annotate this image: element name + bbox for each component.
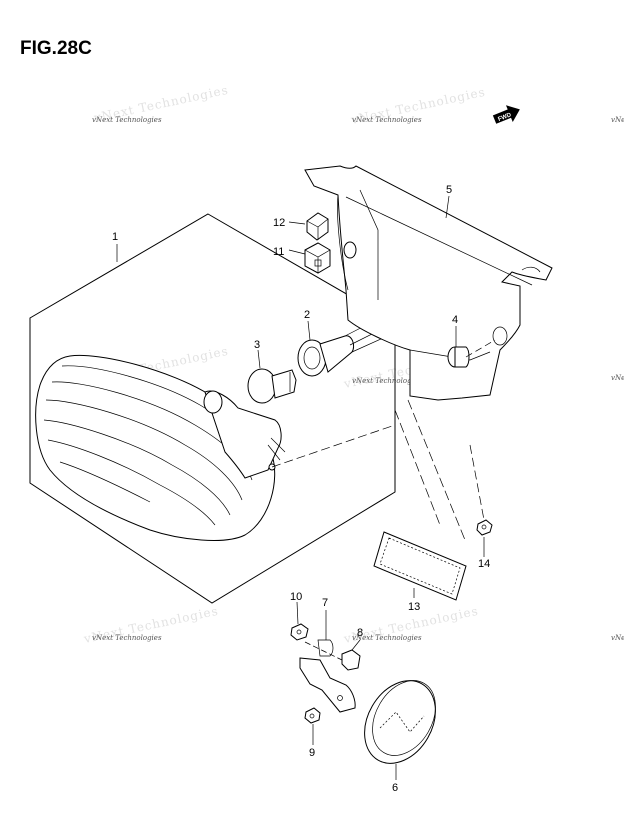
callout-14: 14	[478, 558, 490, 570]
cable-clip-12	[306, 212, 329, 241]
watermark-text: vNext Technologies	[352, 634, 422, 642]
bulb	[247, 368, 297, 404]
watermark-text-edge: vNe	[611, 374, 624, 382]
watermark-text-edge: vNe	[611, 634, 624, 642]
callout-5: 5	[446, 184, 452, 196]
cable-clip-11	[304, 242, 331, 274]
lower-bracket	[299, 639, 356, 713]
callout-2: 2	[304, 309, 310, 321]
nut-9	[304, 707, 321, 724]
callout-8: 8	[357, 627, 363, 639]
reflector	[373, 399, 467, 601]
callout-4: 4	[452, 314, 458, 326]
round-lamp	[364, 680, 436, 764]
figure-title: FIG.28C	[20, 38, 92, 59]
watermark-text-edge: vNe	[611, 116, 624, 124]
callout-3: 3	[254, 339, 260, 351]
watermark-group: vNext Technologies vNext Technologies vN…	[82, 83, 624, 646]
leader-lines	[116, 195, 485, 780]
watermark-text: vNext Technologies	[352, 377, 422, 385]
nut-10	[290, 623, 309, 641]
callout-12: 12	[273, 217, 285, 229]
grommet	[447, 339, 496, 368]
fwd-label: FWD	[497, 112, 513, 123]
callout-13: 13	[408, 601, 420, 613]
nut-14	[469, 444, 493, 536]
callout-1: 1	[112, 231, 118, 243]
fwd-arrow-icon: FWD	[492, 105, 520, 124]
callout-10: 10	[290, 591, 302, 603]
watermark-text: vNext Technologies	[92, 634, 162, 642]
callout-11: 11	[273, 246, 284, 258]
watermark-text: vNext Technologies	[352, 116, 422, 124]
lamp-assembly	[35, 354, 396, 541]
watermark-text: vNext Technologies	[92, 116, 162, 124]
callout-9: 9	[309, 747, 315, 759]
mounting-bracket	[304, 165, 553, 401]
callout-6: 6	[392, 782, 398, 794]
callout-7: 7	[322, 597, 328, 609]
callout-labels: 1 2 3 4 5 6 7 8 9 10 11 12 13 14	[112, 184, 490, 794]
